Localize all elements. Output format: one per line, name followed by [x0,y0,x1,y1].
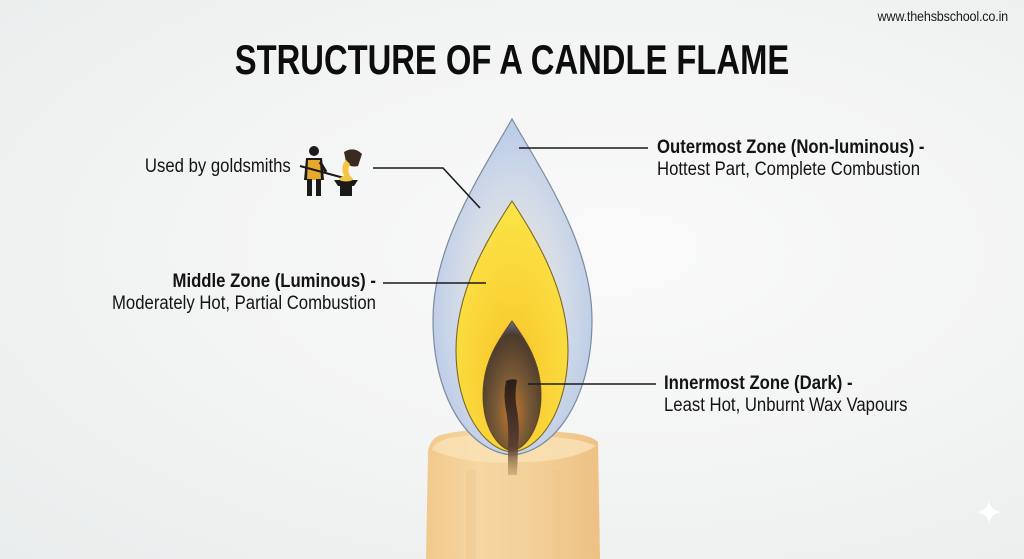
goldsmith-label-text: Used by goldsmiths [145,156,291,177]
leader-lines [373,147,656,385]
middle-zone-title: Middle Zone (Luminous) - [172,271,376,292]
outermost-zone-description: Hottest Part, Complete Combustion [657,159,920,180]
middle-zone-description: Moderately Hot, Partial Combustion [112,293,376,314]
candle-wick [504,379,519,475]
middle-zone-label: Middle Zone (Luminous) - Moderately Hot,… [112,271,376,315]
outermost-zone-label: Outermost Zone (Non-luminous) - Hottest … [657,137,925,181]
page-title: STRUCTURE OF A CANDLE FLAME [234,36,790,83]
goldsmith-leader-line [373,167,481,209]
sparkle-icon [977,500,1001,524]
goldsmith-pouring-molten-gold-icon [299,146,362,196]
innermost-zone-title: Innermost Zone (Dark) - [664,373,853,394]
innermost-zone-label: Innermost Zone (Dark) - Least Hot, Unbur… [664,373,907,417]
website-url: www.thehsbschool.co.in [877,8,1008,24]
outermost-zone-title: Outermost Zone (Non-luminous) - [657,137,925,158]
innermost-zone-description: Least Hot, Unburnt Wax Vapours [664,395,908,416]
goldsmith-label: Used by goldsmiths [145,156,291,178]
